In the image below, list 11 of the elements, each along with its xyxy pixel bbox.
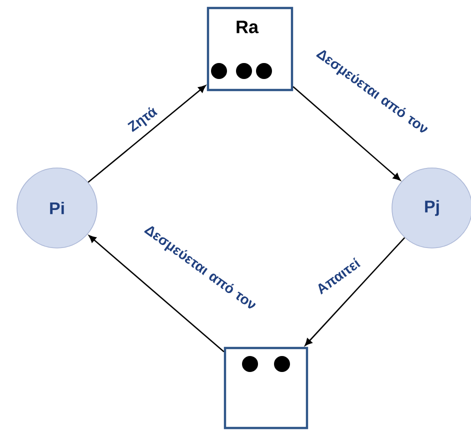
arrow <box>88 235 224 352</box>
arrow <box>304 237 406 346</box>
resource-box <box>206 6 294 92</box>
process-label: Pi <box>50 202 64 214</box>
process-circle <box>16 168 98 248</box>
arrow <box>88 85 206 183</box>
resource-box <box>224 346 308 430</box>
process-label: Pj <box>425 200 439 216</box>
arrow <box>292 86 400 181</box>
process-circle <box>392 168 471 248</box>
resource-label: Ra <box>236 20 259 34</box>
